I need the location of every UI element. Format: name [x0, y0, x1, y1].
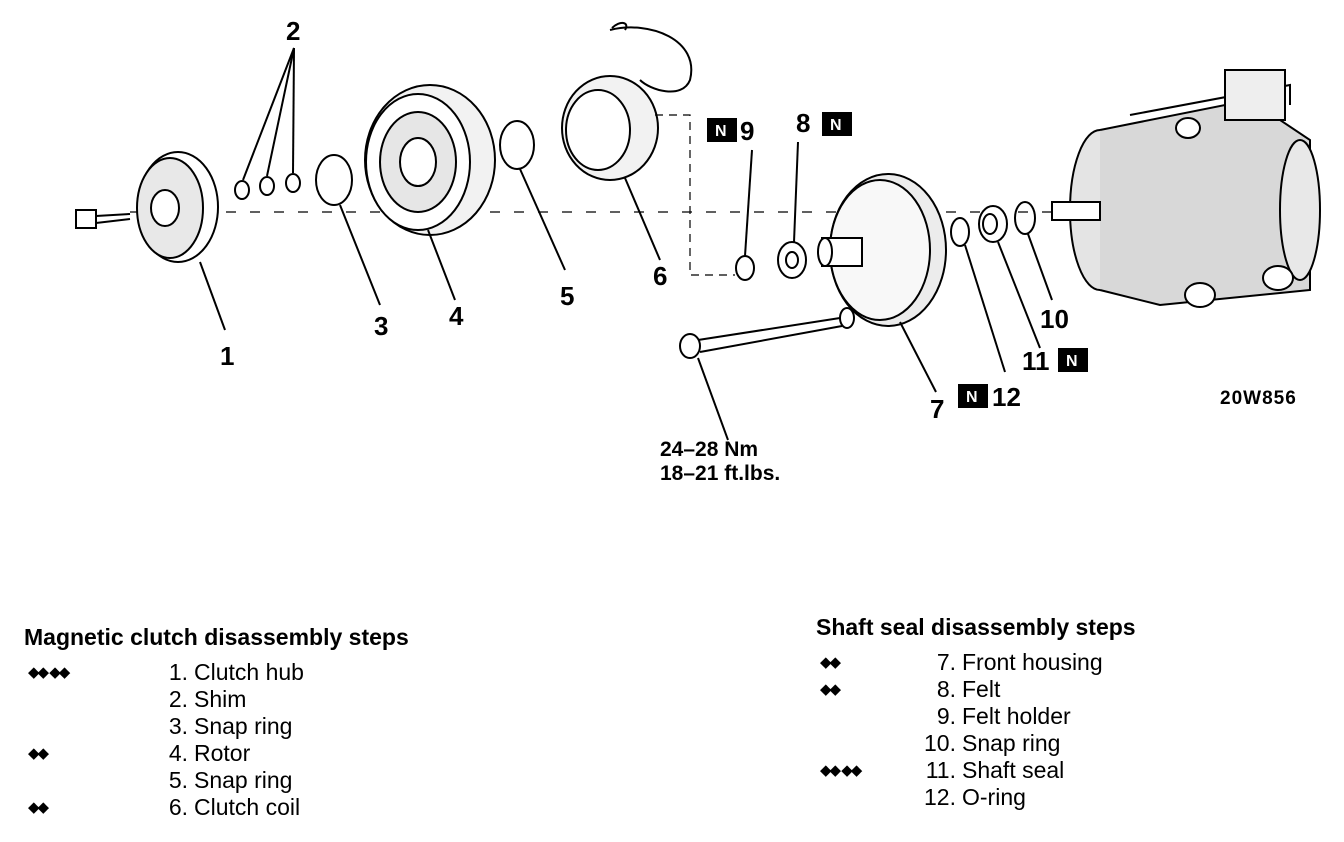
step-label: Snap ring	[194, 767, 293, 793]
callout-2: 2	[286, 16, 300, 46]
hub-bolt	[75, 209, 131, 229]
step-item: ◆◆ 4.Rotor	[24, 740, 584, 767]
step-number: 9.	[936, 703, 956, 729]
part-rotor	[364, 84, 496, 301]
long-through-bolt	[679, 307, 855, 441]
step-marks: ◆◆	[28, 799, 49, 816]
seal-steps-title: Shaft seal disassembly steps	[816, 614, 1136, 640]
part-snap-ring-3	[315, 154, 381, 306]
clutch-steps-title: Magnetic clutch disassembly steps	[24, 624, 409, 650]
step-number: 2.	[168, 686, 188, 712]
compressor-body	[1051, 69, 1321, 308]
step-item: ◆◆ 8.Felt	[816, 676, 1316, 703]
step-number: 8.	[936, 676, 956, 702]
step-number: 6.	[168, 794, 188, 820]
callout-5: 5	[560, 281, 574, 311]
step-number: 4.	[168, 740, 188, 766]
step-item: 10.Snap ring	[816, 730, 1316, 757]
step-label: Clutch hub	[194, 659, 304, 685]
exploded-view-diagram: N N N N 1 2 3 4 5 6 7 8 9 10 11 12 24–28…	[75, 16, 1321, 485]
step-label: O-ring	[962, 784, 1026, 810]
step-label: Snap ring	[194, 713, 293, 739]
step-item: 9.Felt holder	[816, 703, 1316, 730]
step-number: 11.	[925, 757, 956, 783]
step-item: ◆◆ ◆◆ 11.Shaft seal	[816, 757, 1316, 784]
part-o-ring	[950, 217, 1006, 373]
figure-id: 20W856	[1220, 388, 1297, 409]
svg-text:N: N	[830, 117, 842, 134]
step-marks: ◆◆ ◆◆	[820, 762, 862, 779]
callout-4: 4	[449, 301, 464, 331]
step-item: 3.Snap ring	[24, 713, 584, 740]
step-item: 5.Snap ring	[24, 767, 584, 794]
step-number: 10.	[924, 730, 956, 756]
callout-1: 1	[220, 341, 234, 371]
torque-nm: 24–28 Nm	[660, 438, 758, 461]
svg-text:N: N	[966, 389, 978, 406]
part-felt-holder	[655, 114, 755, 281]
step-label: Clutch coil	[194, 794, 301, 820]
callout-6: 6	[653, 261, 667, 291]
part-snap-ring-5	[499, 120, 566, 271]
step-marks: ◆◆	[820, 681, 841, 698]
part-clutch-coil	[561, 22, 693, 261]
svg-text:N: N	[1066, 353, 1078, 370]
callout-7: 7	[930, 394, 944, 424]
step-number: 3.	[168, 713, 188, 739]
callout-3: 3	[374, 311, 388, 341]
callout-12: 12	[992, 382, 1021, 412]
callout-11: 11	[1022, 346, 1050, 376]
step-marks: ◆◆	[28, 745, 49, 762]
callout-10: 10	[1040, 304, 1069, 334]
part-clutch-hub	[136, 151, 226, 331]
torque-ftlbs: 18–21 ft.lbs.	[660, 462, 780, 485]
part-front-housing	[817, 173, 947, 393]
step-number: 7.	[936, 649, 956, 675]
svg-text:N: N	[715, 123, 727, 140]
step-label: Felt holder	[962, 703, 1071, 729]
callout-8: 8	[796, 108, 810, 138]
step-marks: ◆◆	[820, 654, 841, 671]
step-label: Front housing	[962, 649, 1103, 675]
part-shims	[234, 47, 301, 200]
callout-9: 9	[740, 116, 754, 146]
step-item: ◆◆ ◆◆ 1.Clutch hub	[24, 659, 584, 686]
step-label: Shim	[194, 686, 247, 712]
part-snap-ring-10	[1014, 201, 1053, 301]
step-number: 1.	[168, 659, 188, 685]
part-felt	[777, 141, 807, 279]
step-item: ◆◆ 7.Front housing	[816, 649, 1316, 676]
step-label: Felt	[962, 676, 1001, 702]
step-item: ◆◆ 6.Clutch coil	[24, 794, 584, 821]
part-shaft-seal	[978, 205, 1041, 349]
step-marks: ◆◆ ◆◆	[28, 664, 70, 681]
new-part-marks: N N N N	[707, 112, 1088, 408]
step-item: 2.Shim	[24, 686, 584, 713]
step-label: Rotor	[194, 740, 251, 766]
clutch-steps: Magnetic clutch disassembly steps ◆◆ ◆◆ 1…	[24, 624, 584, 821]
step-number: 12.	[924, 784, 956, 810]
step-number: 5.	[168, 767, 188, 793]
step-label: Snap ring	[962, 730, 1061, 756]
step-label: Shaft seal	[962, 757, 1065, 783]
seal-steps: Shaft seal disassembly steps ◆◆ 7.Front h…	[816, 614, 1316, 811]
step-item: 12.O-ring	[816, 784, 1316, 811]
